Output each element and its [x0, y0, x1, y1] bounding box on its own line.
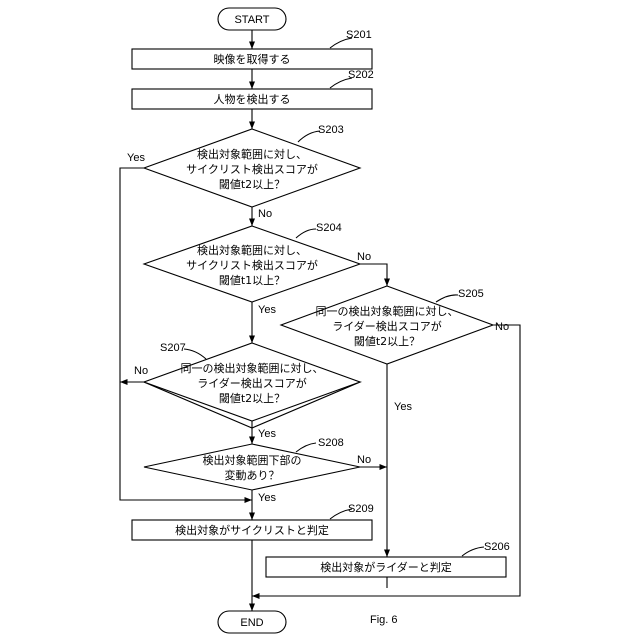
s202-step-label: S202 — [348, 69, 374, 81]
start-terminal: START — [218, 8, 286, 30]
s208-no-label: No — [357, 454, 371, 466]
s205-yes-label: Yes — [394, 401, 412, 413]
decision-s203: 検出対象範囲に対し、 サイクリスト検出スコアが 閾値t2以上？ S203 — [144, 124, 360, 207]
s207-line-1: 同一の検出対象範囲に対し、 — [181, 361, 324, 375]
step-s206: 検出対象がライダーと判定 S206 — [266, 541, 510, 577]
s203-line-3: 閾値t2以上？ — [219, 178, 285, 191]
s204-yes-label: Yes — [258, 304, 276, 316]
s204-line-3: 閾値t1以上？ — [219, 274, 285, 287]
s209-text: 検出対象がサイクリストと判定 — [175, 523, 329, 537]
s206-text: 検出対象がライダーと判定 — [320, 560, 452, 574]
decision-s207: 同一の検出対象範囲に対し、 ライダー検出スコアが 閾値t2以上？ S207 — [144, 342, 360, 428]
s207-line-3: 閾値t2以上？ — [219, 392, 285, 405]
end-terminal: END — [218, 611, 286, 633]
start-label: START — [234, 14, 269, 26]
s203-yes-label: Yes — [127, 152, 145, 164]
edge-s204-no — [360, 264, 387, 286]
s207-step-label: S207 — [160, 342, 186, 354]
s203-line-2: サイクリスト検出スコアが — [186, 162, 318, 176]
s203-step-label: S203 — [318, 124, 344, 136]
s204-line-1: 検出対象範囲に対し、 — [197, 243, 307, 257]
s208-line-2: 変動あり？ — [225, 468, 280, 482]
end-label: END — [240, 617, 263, 629]
s208-yes-label: Yes — [258, 492, 276, 504]
s207-yes-label: Yes — [258, 428, 276, 440]
s206-step-label: S206 — [484, 541, 510, 553]
s205-step-label: S205 — [458, 288, 484, 300]
s204-step-label: S204 — [316, 222, 342, 234]
decision-s208: 検出対象範囲下部の 変動あり？ S208 — [144, 437, 360, 490]
s203-no-label: No — [258, 208, 272, 220]
s201-text: 映像を取得する — [214, 53, 291, 66]
s207-no-label: No — [134, 365, 148, 377]
s205-line-3: 閾値t2以上？ — [354, 335, 420, 348]
decision-s204: 検出対象範囲に対し、 サイクリスト検出スコアが 閾値t1以上？ S204 — [144, 222, 360, 302]
s207-line-2: ライダー検出スコアが — [197, 376, 307, 390]
s202-text: 人物を検出する — [214, 92, 291, 106]
s205-line-1: 同一の検出対象範囲に対し、 — [316, 304, 459, 318]
s208-line-1: 検出対象範囲下部の — [203, 453, 302, 467]
step-s202: 人物を検出する S202 — [132, 69, 374, 109]
figure-caption: Fig. 6 — [370, 614, 398, 626]
s201-step-label: S201 — [346, 29, 372, 41]
s205-no-label: No — [495, 321, 509, 333]
s208-step-label: S208 — [318, 437, 344, 449]
step-s209: 検出対象がサイクリストと判定 S209 — [132, 503, 374, 540]
s203-line-1: 検出対象範囲に対し、 — [197, 147, 307, 161]
decision-s205: 同一の検出対象範囲に対し、 ライダー検出スコアが 閾値t2以上？ S205 — [281, 286, 493, 364]
s204-no-label: No — [357, 251, 371, 263]
s205-line-2: ライダー検出スコアが — [332, 319, 442, 333]
s209-step-label: S209 — [348, 503, 374, 515]
s204-line-2: サイクリスト検出スコアが — [186, 258, 318, 272]
